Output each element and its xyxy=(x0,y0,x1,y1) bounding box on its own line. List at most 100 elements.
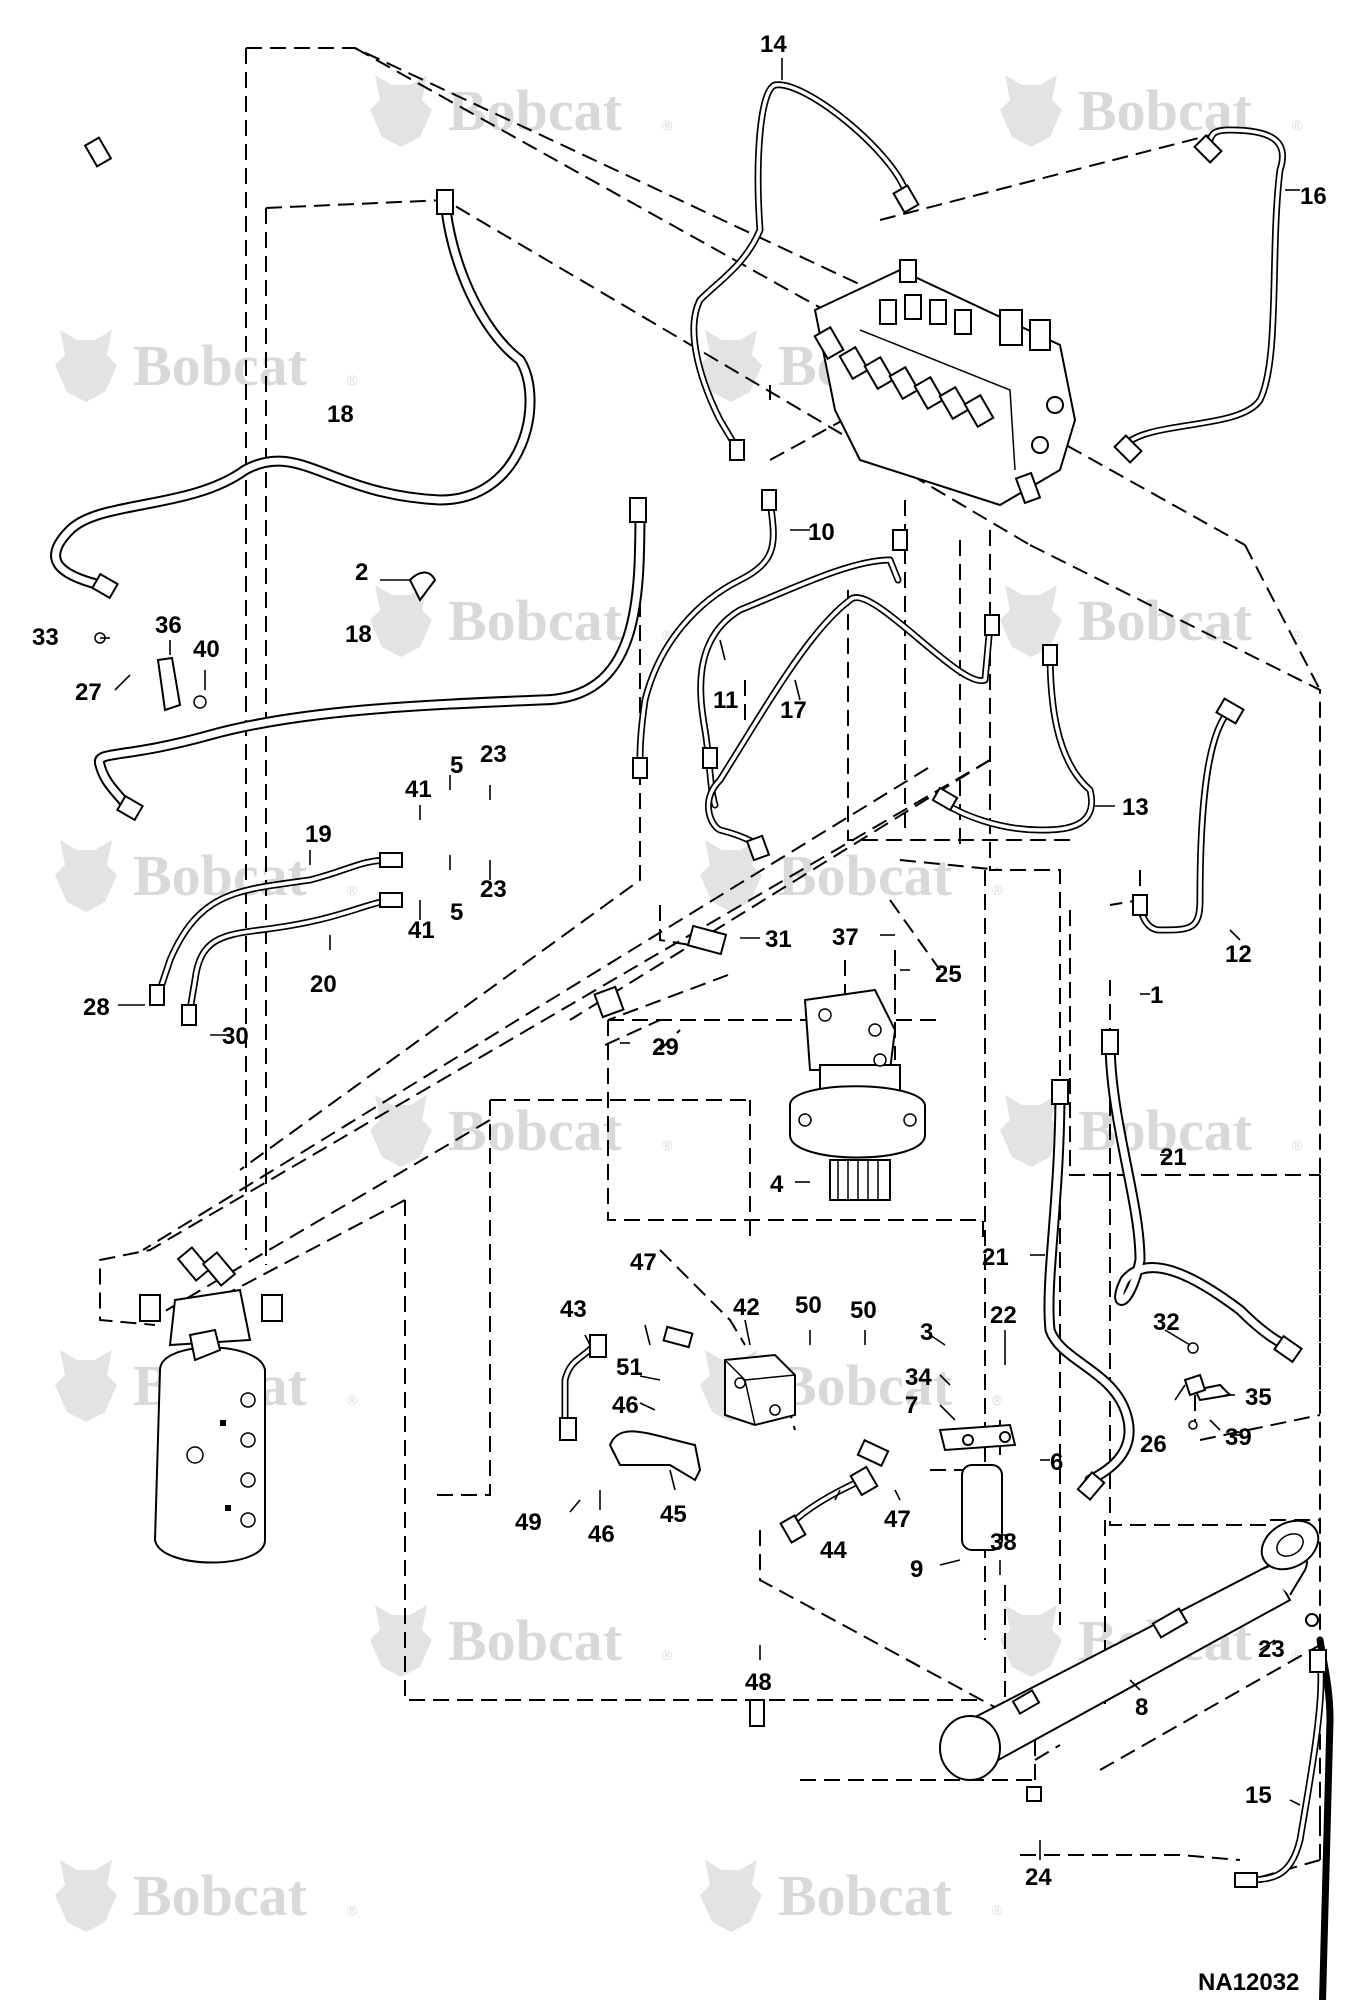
callout-51: 51 xyxy=(616,1354,643,1381)
clamp-parts xyxy=(94,571,1233,1430)
bobcat-watermark: Bobcat® xyxy=(370,75,673,147)
callout-7: 7 xyxy=(905,1392,918,1419)
bobcat-logo-icon xyxy=(1000,1605,1062,1677)
callout-24: 24 xyxy=(1025,1864,1052,1891)
watermark-brand-text: Bobcat xyxy=(778,1353,953,1418)
callout-50-left: 50 xyxy=(795,1292,822,1319)
callout-18-upper: 18 xyxy=(327,401,354,428)
callout-6: 6 xyxy=(1050,1449,1063,1476)
accumulator xyxy=(938,1423,1017,1551)
bobcat-watermark: Bobcat® xyxy=(370,585,673,657)
watermark-reg-mark: ® xyxy=(1292,117,1303,133)
callout-23-mid: 23 xyxy=(480,876,507,903)
callout-29: 29 xyxy=(652,1034,679,1061)
bobcat-watermark: Bobcat ® xyxy=(700,840,1003,912)
callout-23-right: 23 xyxy=(1258,1636,1285,1663)
bobcat-logo-icon xyxy=(370,585,432,657)
bobcat-logo-icon xyxy=(55,1350,117,1422)
callout-12: 12 xyxy=(1225,941,1252,968)
watermark-reg-mark: ® xyxy=(992,1902,1003,1918)
callout-19: 19 xyxy=(305,821,332,848)
callout-25: 25 xyxy=(935,961,962,988)
callout-44: 44 xyxy=(820,1537,847,1564)
callout-14: 14 xyxy=(760,31,787,58)
callout-15: 15 xyxy=(1245,1782,1272,1809)
swing-motor xyxy=(789,988,926,1201)
callout-47-lower: 47 xyxy=(884,1506,911,1533)
callout-37: 37 xyxy=(832,924,859,951)
callout-4: 4 xyxy=(770,1171,784,1198)
callout-9: 9 xyxy=(910,1556,923,1583)
watermark-reg-mark: ® xyxy=(347,1392,358,1408)
watermark-reg-mark: ® xyxy=(1292,1647,1303,1663)
bobcat-logo-icon xyxy=(370,1095,432,1167)
valve-block xyxy=(608,1325,890,1482)
callout-48: 48 xyxy=(745,1669,772,1696)
callout-31: 31 xyxy=(765,926,792,953)
callout-5-upper: 5 xyxy=(450,752,463,779)
bobcat-logo-icon xyxy=(1000,75,1062,147)
bobcat-logo-icon xyxy=(700,1860,762,1932)
callout-16: 16 xyxy=(1300,183,1327,210)
assembly-dashed-lines xyxy=(99,47,1321,1881)
swivel-joint xyxy=(139,1246,283,1564)
watermark-reg-mark: ® xyxy=(1292,627,1303,643)
watermark-brand-text: Bobcat xyxy=(448,1098,623,1163)
callout-13: 13 xyxy=(1122,794,1149,821)
watermark-brand-text: Bobcat xyxy=(448,1608,623,1673)
bobcat-watermark: Bobcat® xyxy=(1000,75,1303,147)
callout-10: 10 xyxy=(808,519,835,546)
watermark-reg-mark: ® xyxy=(662,117,673,133)
watermark-brand-text: Bobcat xyxy=(133,333,308,398)
callout-43: 43 xyxy=(560,1296,587,1323)
watermark-reg-mark: ® xyxy=(662,1647,673,1663)
callout-23-top: 23 xyxy=(480,741,507,768)
callout-26: 26 xyxy=(1140,1431,1167,1458)
callout-49: 49 xyxy=(515,1509,542,1536)
watermark-reg-mark: ® xyxy=(1292,1137,1303,1153)
callout-42: 42 xyxy=(733,1294,760,1321)
callout-46-upper: 46 xyxy=(612,1392,639,1419)
bobcat-watermark: Bobcat ® xyxy=(370,1095,673,1167)
callout-36: 36 xyxy=(155,612,182,639)
callout-17: 17 xyxy=(780,697,807,724)
bobcat-logo-icon xyxy=(1000,1095,1062,1167)
drawing-number: NA12032 xyxy=(1198,1969,1299,1996)
watermark-reg-mark: ® xyxy=(992,882,1003,898)
callout-40: 40 xyxy=(193,636,220,663)
callout-22: 22 xyxy=(990,1302,1017,1329)
callout-30: 30 xyxy=(222,1023,249,1050)
watermark-reg-mark: ® xyxy=(347,882,358,898)
watermark-reg-mark: ® xyxy=(347,372,358,388)
bobcat-watermark: Bobcat® xyxy=(55,1860,358,1932)
callout-20: 20 xyxy=(310,971,337,998)
watermark-reg-mark: ® xyxy=(662,627,673,643)
watermark-reg-mark: ® xyxy=(662,1137,673,1153)
watermark-reg-mark: ® xyxy=(347,1902,358,1918)
watermark-brand-text: Bobcat xyxy=(778,843,953,908)
callout-34: 34 xyxy=(905,1364,932,1391)
bobcat-watermark: Bobcat ® xyxy=(370,1605,673,1677)
callout-46-lower: 46 xyxy=(588,1521,615,1548)
watermark-brand-text: Bobcat xyxy=(778,1863,953,1928)
callout-21-left: 21 xyxy=(982,1244,1009,1271)
hose-lines xyxy=(50,194,1291,1486)
bobcat-logo-icon xyxy=(700,840,762,912)
fittings xyxy=(83,134,1327,1888)
callout-2: 2 xyxy=(355,559,368,586)
bobcat-logo-icon xyxy=(55,1860,117,1932)
callout-8: 8 xyxy=(1135,1694,1148,1721)
callout-1: 1 xyxy=(1150,982,1163,1009)
callout-38: 38 xyxy=(990,1529,1017,1556)
bobcat-watermark: Bobcat ® xyxy=(700,1860,1003,1932)
callout-3: 3 xyxy=(920,1319,933,1346)
bobcat-watermark: Bobcat ® xyxy=(55,330,358,402)
callout-32: 32 xyxy=(1153,1309,1180,1336)
callout-39: 39 xyxy=(1225,1424,1252,1451)
callout-27: 27 xyxy=(75,679,102,706)
watermark-brand-text: Bobcat xyxy=(1078,1098,1253,1163)
bobcat-watermark: Bobcat ® xyxy=(1000,1095,1303,1167)
callout-47-upper: 47 xyxy=(630,1249,657,1276)
bobcat-logo-icon xyxy=(1000,585,1062,657)
